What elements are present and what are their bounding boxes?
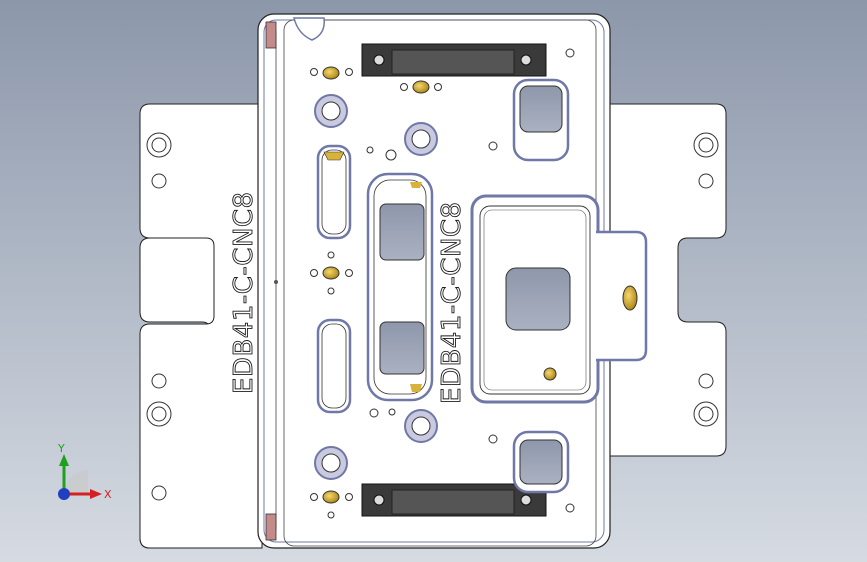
ring-hole-3[interactable] xyxy=(404,409,438,443)
brass-fitting-middle[interactable] xyxy=(322,266,340,280)
slot-upper-left[interactable] xyxy=(316,144,352,240)
bottom-clamp-bar[interactable] xyxy=(361,483,547,517)
right-pocket-square xyxy=(505,267,571,331)
coordinate-triad: Y X xyxy=(57,442,112,501)
brass-fitting-upper[interactable] xyxy=(412,80,430,94)
brass-fitting-bottom[interactable] xyxy=(322,490,340,504)
z-axis-dot xyxy=(58,488,70,500)
small-holes xyxy=(310,48,575,519)
bottom-left-notch xyxy=(265,513,277,541)
engraving-left: EDB41-C-CNC8 xyxy=(229,191,259,394)
slot-lower-left[interactable] xyxy=(316,318,352,414)
wing-holes xyxy=(146,132,719,501)
x-axis-label: X xyxy=(104,488,112,501)
brass-fitting-top[interactable] xyxy=(322,66,340,80)
ring-hole-1[interactable] xyxy=(314,94,348,128)
right-wing[interactable] xyxy=(599,103,727,457)
top-clamp-bar[interactable] xyxy=(361,43,547,77)
ring-hole-2[interactable] xyxy=(404,122,438,156)
left-wing[interactable] xyxy=(139,103,263,549)
center-pocket-upper-floor xyxy=(379,203,425,261)
right-main-pocket[interactable] xyxy=(470,194,600,404)
y-axis-label: Y xyxy=(57,442,65,455)
center-pocket-lower-floor xyxy=(379,321,425,375)
ring-hole-4[interactable] xyxy=(314,446,348,480)
corner-slot[interactable] xyxy=(293,17,325,41)
top-left-notch xyxy=(265,21,277,49)
right-side-tab[interactable] xyxy=(596,230,648,362)
engraving-center: EDB41-C-CNC8 xyxy=(437,201,467,404)
